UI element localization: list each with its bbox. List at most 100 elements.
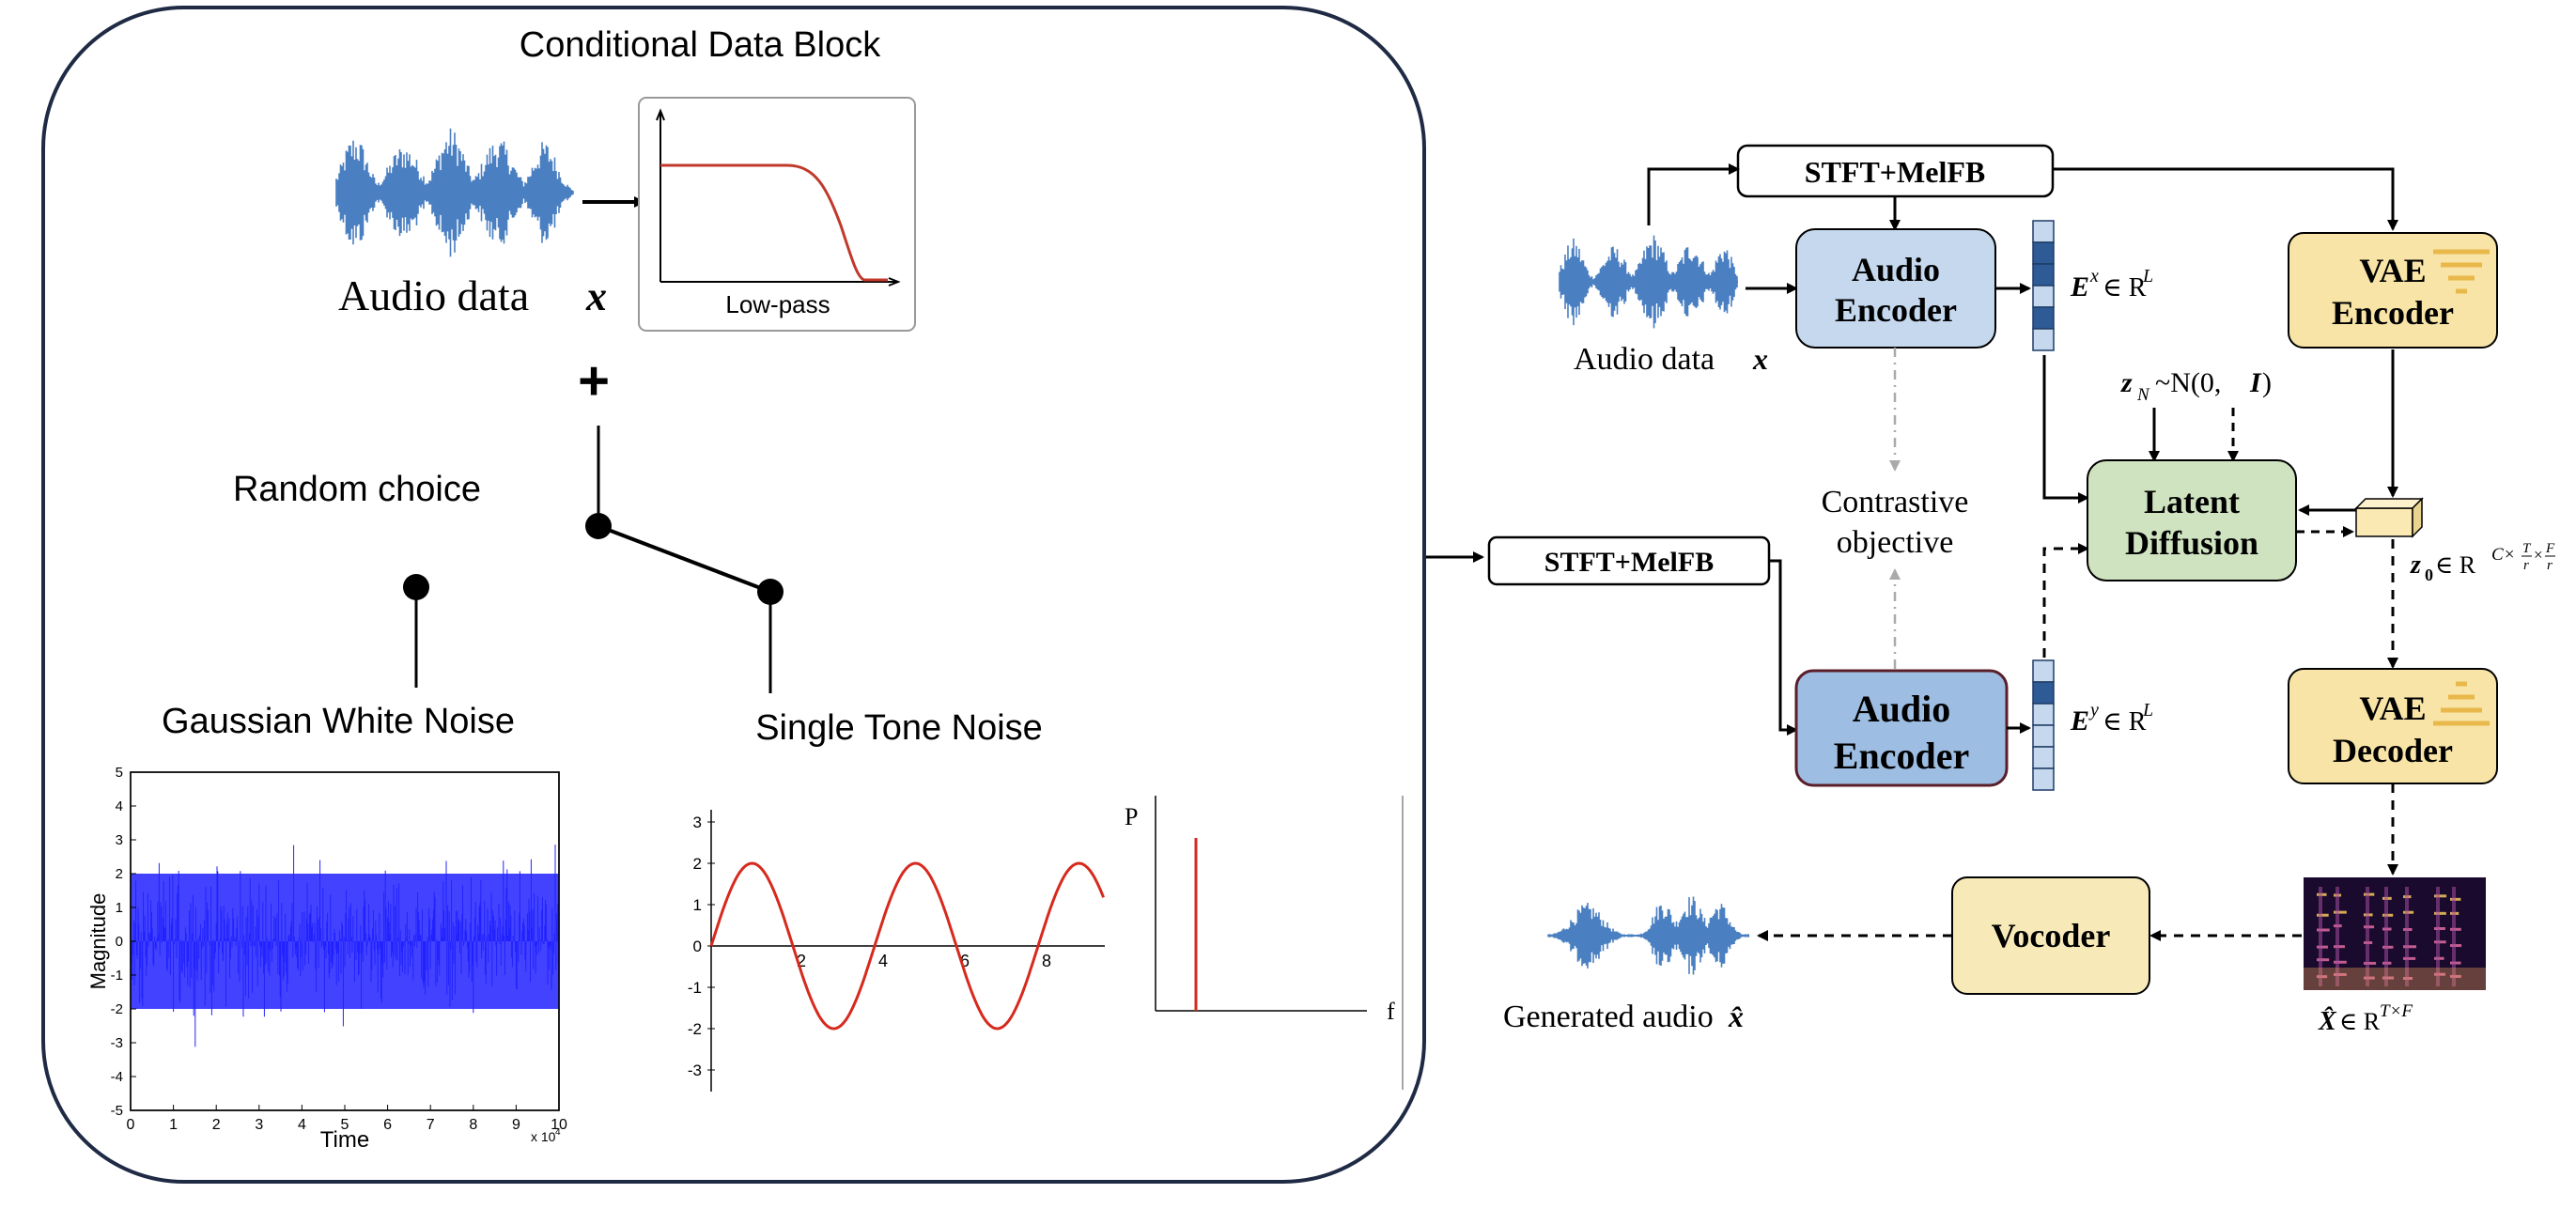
lowpass-panel [638, 97, 916, 332]
latent-diffusion-line1: Latent [2144, 483, 2240, 520]
conditional-block-frame [41, 6, 1426, 1184]
svg-text:F: F [2545, 541, 2555, 556]
stft-to-vae-encoder-arrow [2053, 167, 2398, 231]
audio-encoder-bottom-line1: Audio [1853, 688, 1951, 730]
gaussian-plot-xtick: 2 [212, 1117, 221, 1133]
audio-to-stft-top-arrow [1647, 163, 1740, 225]
ey-symbol: E [2070, 705, 2089, 736]
gaussian-plot-xtick: 4 [298, 1117, 306, 1133]
pipeline-audio-data-label: Audio data [1574, 342, 1715, 377]
gaussian-plot-ytick: 0 [116, 934, 123, 950]
sine-plot-ytick: -3 [688, 1062, 702, 1079]
plus-sign: + [578, 350, 610, 411]
generated-audio-label: Generated audio [1503, 1000, 1714, 1034]
contrastive-label-line2: objective [1837, 525, 1954, 560]
vae-decoder-line1: VAE [2359, 690, 2426, 727]
ex-superscript: x [2089, 266, 2099, 287]
generated-audio-waveform-icon [1547, 896, 1749, 975]
audio-encoder-top-line1: Audio [1852, 251, 1940, 288]
zn-close: ) [2262, 367, 2272, 398]
sine-plot-ytick: 1 [693, 896, 702, 914]
latent-diffusion-box [2087, 459, 2297, 581]
xhat-domain: ∈ R [2339, 1008, 2381, 1035]
pipeline-audio-waveform-icon [1559, 235, 1738, 329]
gaussian-plot-xtick: 5 [341, 1117, 349, 1133]
audio-encoder-bottom-line2: Encoder [1834, 735, 1969, 777]
gaussian-plot-xtick: 10 [551, 1117, 567, 1133]
spectrum-ylabel: P [1125, 803, 1138, 830]
gaussian-plot-xtick: 3 [255, 1117, 263, 1133]
gaussian-plot-ytick: 1 [116, 900, 123, 916]
gaussian-plot-xtick: 9 [512, 1117, 520, 1133]
ey-dimension: L [2142, 700, 2153, 721]
gaussian-plot-ytick: -2 [111, 1001, 123, 1017]
sine-plot-ytick: 0 [693, 938, 702, 955]
z0-symbol: z [2410, 550, 2421, 580]
gaussian-plot-xtick: 0 [127, 1117, 135, 1133]
zn-identity: I [2249, 367, 2262, 398]
lowpass-response-curve [660, 163, 888, 282]
vae-decoder-funnel-icon [2433, 681, 2490, 726]
ex-dimension: L [2142, 266, 2153, 287]
vocoder-label: Vocoder [1992, 917, 2111, 954]
gaussian-plot-ytick: 3 [116, 832, 123, 848]
gaussian-plot-ytick: -1 [111, 968, 123, 984]
svg-text:T: T [2522, 541, 2532, 556]
lowpass-label: Low-pass [725, 290, 830, 318]
generated-audio-symbol: x̂ [1728, 1000, 1744, 1033]
stft-mid-to-encoder-arrow [1769, 559, 1798, 736]
gaussian-plot-x-multiplier: x 10 [531, 1129, 556, 1144]
z0-fraction-exponents: T r × F r [2522, 541, 2555, 573]
switch-blade [597, 524, 771, 594]
zn-symbol: z [2120, 367, 2133, 398]
ey-domain: ∈ R [2103, 707, 2147, 736]
embedding-y-vector [2032, 659, 2055, 791]
gaussian-plot-x-multiplier-exp: 4 [555, 1127, 561, 1138]
z0-superscript: C× [2491, 545, 2516, 565]
gaussian-plot-ytick: 4 [116, 798, 123, 814]
sine-plot-ytick: 3 [693, 814, 702, 831]
gaussian-plot-xtick: 1 [169, 1117, 178, 1133]
gaussian-plot-xtick: 6 [383, 1117, 392, 1133]
sine-plot-ytick: 2 [693, 855, 702, 873]
single-tone-sine-curve [709, 861, 1105, 1031]
gaussian-plot-ytick: -3 [111, 1035, 123, 1051]
z0-domain: ∈ R [2435, 551, 2476, 579]
latent-diffusion-line2: Diffusion [2125, 524, 2258, 562]
single-tone-spectrum-plot: P f [1125, 796, 1404, 1090]
vae-encoder-line1: VAE [2359, 252, 2426, 289]
gaussian-plot-ytick: 2 [116, 866, 123, 882]
sine-plot-xtick: 4 [878, 952, 888, 970]
stft-melfb-top-label: STFT+MelFB [1805, 155, 1985, 189]
contrastive-label-line1: Contrastive [1822, 485, 1969, 519]
sine-plot-ytick: -1 [688, 979, 702, 997]
zn-subscript: N [2136, 385, 2150, 405]
ex-domain: ∈ R [2103, 273, 2147, 302]
random-choice-label: Random choice [233, 470, 481, 509]
pipeline-audio-symbol: x [1752, 342, 1768, 376]
sine-plot-xtick: 6 [960, 952, 970, 970]
svg-text:×: × [2534, 546, 2543, 564]
embedding-x-vector [2032, 220, 2055, 351]
xhat-symbol: X̂ [2318, 1006, 2337, 1036]
sine-plot-ytick: -2 [688, 1020, 702, 1038]
z0-subscript: 0 [2425, 566, 2433, 584]
sine-plot-xtick: 8 [1042, 952, 1051, 970]
audio-data-symbol: x [585, 273, 607, 319]
audio-encoder-top-box [1795, 228, 1996, 349]
ey-to-diffusion-arrow [2042, 543, 2089, 658]
gaussian-plot-ytick: -5 [111, 1103, 123, 1119]
single-tone-noise-label: Single Tone Noise [755, 708, 1043, 748]
conditional-block-title: Conditional Data Block [520, 25, 881, 65]
vae-decoder-line2: Decoder [2333, 732, 2453, 769]
audio-encoder-top-line2: Encoder [1835, 291, 1957, 329]
gaussian-plot-ylabel: Magnitude [86, 893, 110, 990]
svg-text:r: r [2547, 558, 2553, 573]
svg-text:r: r [2523, 558, 2529, 573]
ex-symbol: E [2070, 271, 2089, 302]
mel-spectrogram-image [2304, 877, 2486, 990]
ey-superscript: y [2088, 700, 2099, 721]
